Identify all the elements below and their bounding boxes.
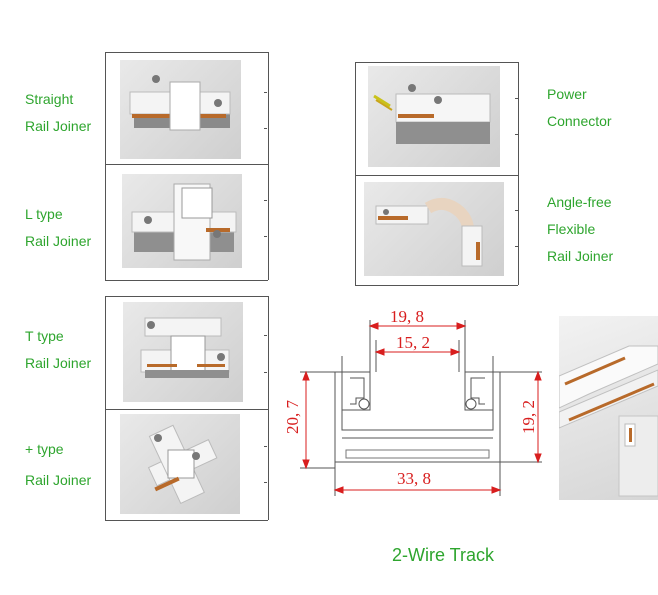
label-line: Angle-free bbox=[547, 194, 612, 210]
divider bbox=[355, 175, 518, 176]
t-type-rail-joiner-image bbox=[123, 302, 243, 402]
tick bbox=[515, 134, 518, 135]
divider bbox=[105, 164, 268, 165]
plus-type-rail-joiner-image bbox=[120, 414, 240, 514]
dim-left-height: 20, 7 bbox=[283, 400, 302, 435]
tick bbox=[264, 92, 267, 93]
left-top-frame bbox=[105, 52, 269, 280]
label-power-connector: Power Connector bbox=[547, 81, 612, 135]
divider bbox=[105, 520, 268, 521]
dim-top-outer: 19, 8 bbox=[390, 307, 424, 326]
divider bbox=[105, 52, 268, 53]
divider bbox=[355, 285, 518, 286]
tick bbox=[515, 98, 518, 99]
tick bbox=[264, 128, 267, 129]
label-line: T type bbox=[25, 328, 64, 344]
label-line: Flexible bbox=[547, 221, 596, 237]
label-line: L type bbox=[25, 206, 63, 222]
dim-top-inner: 15, 2 bbox=[396, 333, 430, 352]
dim-bottom-width: 33, 8 bbox=[397, 469, 431, 488]
divider bbox=[355, 62, 518, 63]
angle-free-flexible-joiner-image bbox=[364, 182, 504, 276]
label-line: Rail Joiner bbox=[25, 355, 92, 371]
label-t-type-rail-joiner: T type Rail Joiner bbox=[25, 323, 91, 377]
dim-right-height: 19, 2 bbox=[519, 400, 538, 434]
straight-rail-joiner-image bbox=[120, 60, 241, 159]
tick bbox=[264, 446, 267, 447]
left-bottom-frame bbox=[105, 296, 269, 520]
label-line: Rail Joiner bbox=[25, 118, 92, 134]
track-profile-drawing: 19, 8 15, 2 33, 8 20, 7 19, 2 bbox=[283, 307, 542, 496]
label-straight-rail-joiner: Straight Rail Joiner bbox=[25, 86, 91, 140]
label-line: Power bbox=[547, 86, 587, 102]
label-plus-type-rail-joiner: + type Rail Joiner bbox=[25, 434, 91, 496]
tick bbox=[264, 482, 267, 483]
right-frame bbox=[355, 62, 519, 285]
label-line: + type bbox=[25, 441, 64, 457]
label-line: Rail Joiner bbox=[25, 472, 92, 488]
tick bbox=[264, 372, 267, 373]
track-section-image bbox=[559, 316, 658, 500]
tick bbox=[515, 246, 518, 247]
label-line: Connector bbox=[547, 113, 612, 129]
divider bbox=[105, 409, 268, 410]
power-connector-image bbox=[368, 66, 500, 167]
label-line: Straight bbox=[25, 91, 74, 107]
tick bbox=[264, 335, 267, 336]
divider bbox=[105, 280, 268, 281]
label-l-type-rail-joiner: L type Rail Joiner bbox=[25, 201, 91, 255]
track-caption: 2-Wire Track bbox=[392, 545, 495, 565]
tick bbox=[515, 210, 518, 211]
l-type-rail-joiner-image bbox=[122, 174, 242, 268]
tick bbox=[264, 236, 267, 237]
label-angle-free-flexible-rail-joiner: Angle-free Flexible Rail Joiner bbox=[547, 189, 613, 270]
label-line: Rail Joiner bbox=[547, 248, 614, 264]
divider bbox=[105, 296, 268, 297]
label-line: Rail Joiner bbox=[25, 233, 92, 249]
tick bbox=[264, 200, 267, 201]
